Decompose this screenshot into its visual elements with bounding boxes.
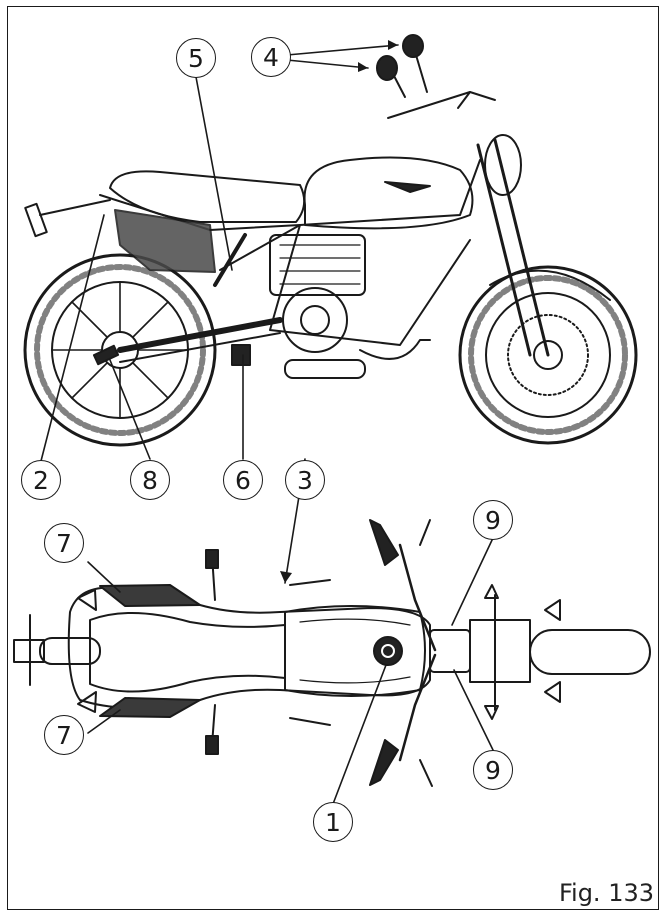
figure-label: Fig. 133	[558, 879, 654, 907]
callout-9-upper: 9	[473, 500, 513, 540]
top-view-motorcycle	[13, 519, 651, 787]
leader-arrowheads	[280, 40, 398, 583]
callout-3: 3	[285, 460, 325, 500]
callout-7-lower: 7	[44, 715, 84, 755]
callout-7-upper: 7	[44, 523, 84, 563]
callout-5: 5	[176, 38, 216, 78]
callout-1: 1	[313, 802, 353, 842]
callout-2: 2	[21, 460, 61, 500]
side-view-motorcycle	[23, 34, 638, 447]
callout-6: 6	[223, 460, 263, 500]
callout-9-lower: 9	[473, 750, 513, 790]
figure-frame	[7, 6, 659, 910]
callout-8: 8	[130, 460, 170, 500]
callout-4: 4	[251, 37, 291, 77]
